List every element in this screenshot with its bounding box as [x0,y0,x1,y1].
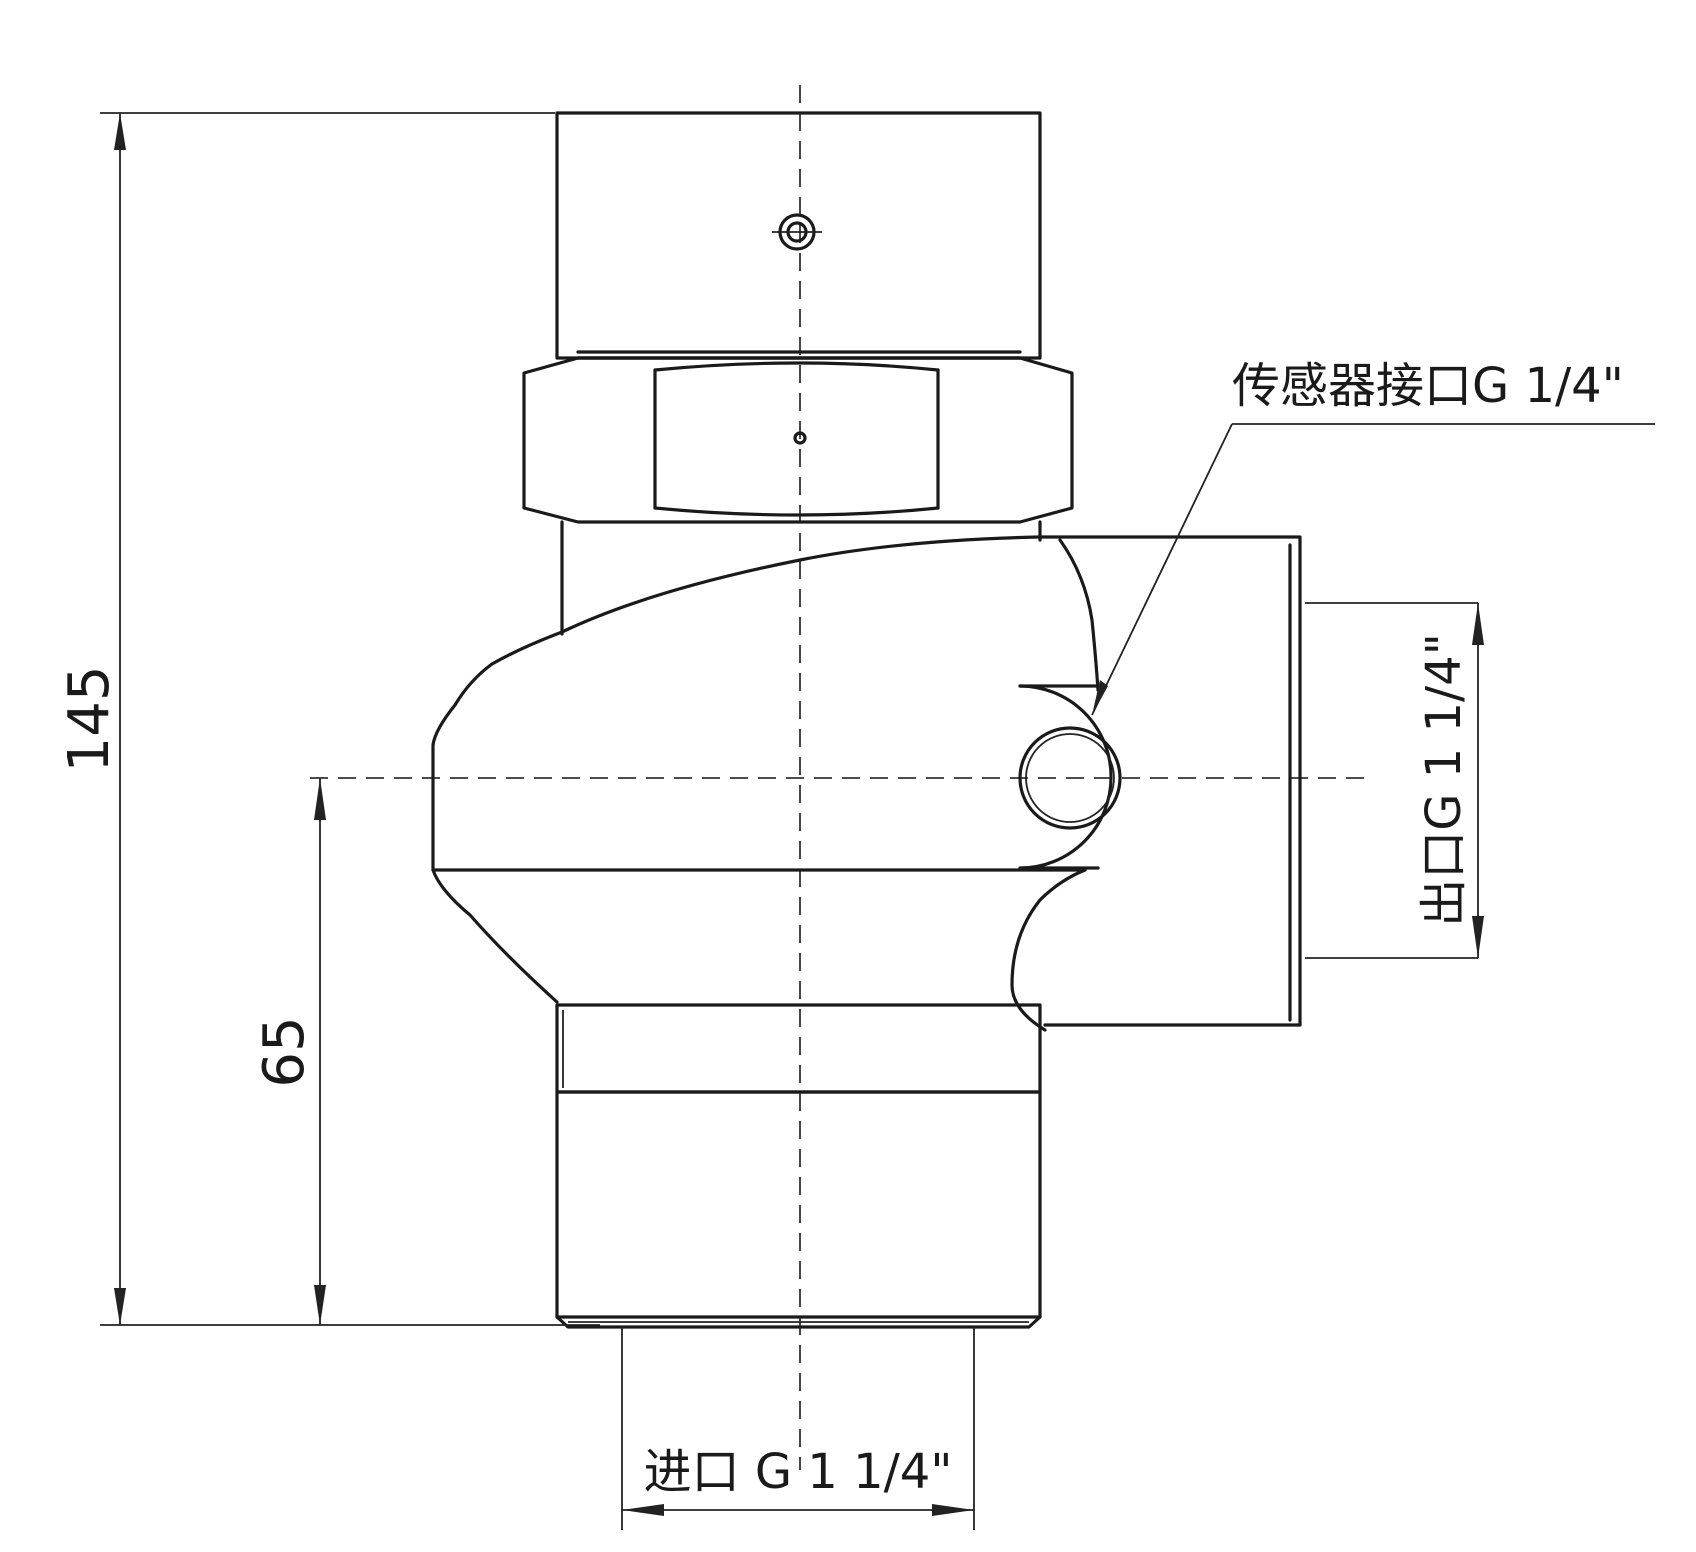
sensor-port [1018,684,1122,870]
sensor-port-label: 传感器接口G 1/4" [1232,358,1624,414]
valve-body [431,535,1302,1032]
dimension-overall-height: 145 [57,113,126,1325]
top-cylinder [555,111,1042,360]
dimension-centerline-height: 65 [252,778,326,1325]
dimension-145-label: 145 [57,666,122,773]
dimension-inlet: 进口 G 1 1/4" [622,1444,974,1516]
dimension-outlet: 出口G 1 1/4" [1416,603,1484,958]
outlet-label: 出口G 1 1/4" [1416,633,1472,927]
dimension-65-label: 65 [252,1016,317,1087]
inlet-label: 进口 G 1 1/4" [644,1444,953,1500]
bottom-cylinder [555,1003,1042,1329]
hex-nut [522,350,1074,524]
extension-lines [100,112,1478,1530]
sensor-port-callout: 传感器接口G 1/4" [1091,358,1655,716]
